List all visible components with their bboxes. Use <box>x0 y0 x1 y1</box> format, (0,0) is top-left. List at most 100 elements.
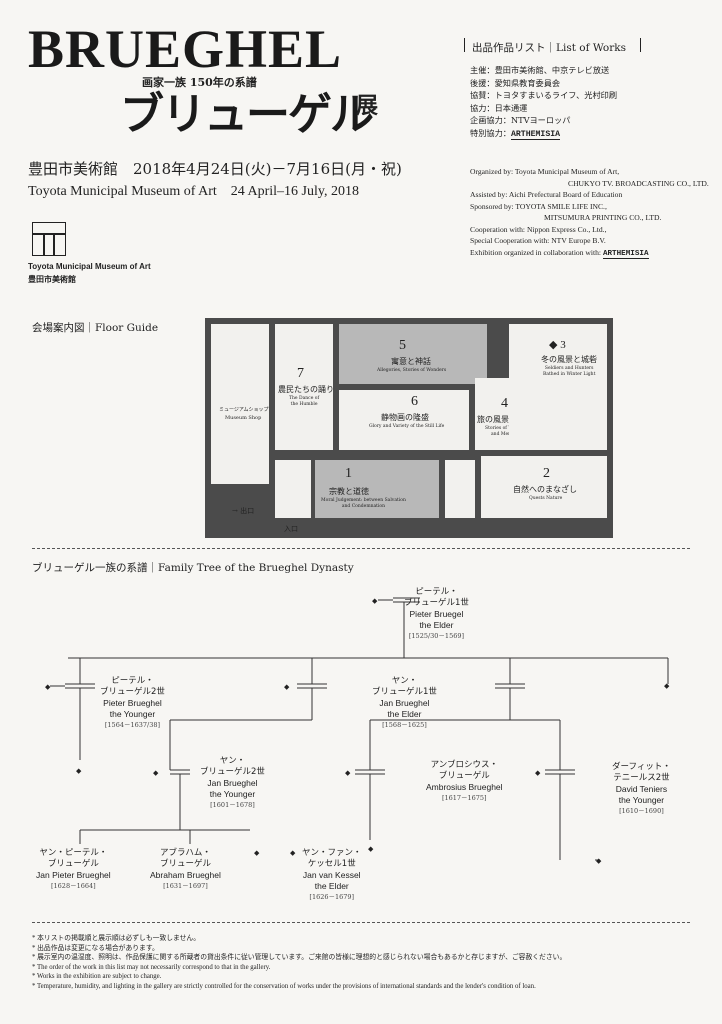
person-name-en: Pieter Brueghel <box>103 698 162 708</box>
room-number: 4 <box>501 396 508 411</box>
person-name-en: Jan Pieter Brueghel <box>36 870 111 880</box>
room-number: ◆ 3 <box>549 339 566 351</box>
room-number: 5 <box>399 338 406 353</box>
person-name-jp: ダーフィット・ <box>612 762 671 772</box>
credit-line: Exhibition organized in collaboration wi… <box>470 247 709 261</box>
note-item: * 展示室内の温湿度、照明は、作品保護に関する所蔵者の貸出条件に従い管理していま… <box>32 954 567 962</box>
museum-logo-text-jp: 豊田市美術館 <box>28 275 76 284</box>
section-divider <box>32 922 690 923</box>
exit-label: → 出口 <box>232 507 255 515</box>
credit-line: Special Cooperation with: NTV Europe B.V… <box>470 236 606 245</box>
heading-bar-right <box>640 38 641 52</box>
room-title-jp: 寓意と神話 <box>391 357 431 366</box>
person-years: [1601－1678] <box>210 801 255 809</box>
credit-line: CHUKYO TV. BROADCASTING CO., LTD. <box>568 178 709 188</box>
note-text: 出品作品は変更になる場合があります。 <box>37 944 159 952</box>
credit-line: 主催：豊田市美術館、中京テレビ放送 <box>470 65 610 75</box>
room-title-jp: 自然へのまなざし <box>513 485 577 494</box>
credit-line: Sponsored by: TOYOTA SMILE LIFE INC., <box>470 201 607 211</box>
corridor <box>445 460 475 518</box>
room-number: 7 <box>297 366 304 381</box>
room-title-en: Seldiers and Hunters Bathed in Winter Li… <box>543 366 596 377</box>
room-title-en: Glory and Variety of the Still Life <box>369 424 445 429</box>
credit-line: 協賛：トヨタすまいるライフ、光村印刷 <box>470 90 618 101</box>
room-7: 7 農民たちの踊り The Dance of the Humble <box>275 324 334 450</box>
person-name-jp: ヤン・ <box>219 756 246 766</box>
person-name-jp: アブラハム・ <box>159 848 211 858</box>
room-number: 1 <box>345 466 352 481</box>
room-title-en: The Dance of the Humble <box>289 396 320 407</box>
room-title-jp: 宗教と道徳 <box>329 487 369 496</box>
person-name-jp: アンブロシウス・ <box>430 760 498 770</box>
spouse-diamond-icon: ◆ <box>596 858 602 865</box>
credits-jp: 主催：豊田市美術館、中京テレビ放送 後援：愛知県教育委員会 協賛：トヨタすまいる… <box>470 64 617 142</box>
note-item: * Works in the exhibition are subject to… <box>32 973 162 981</box>
credit-line: 後援：愛知県教育委員会 <box>470 77 561 88</box>
spouse-diamond-icon: ◆ <box>290 850 296 857</box>
person-name-en: the Elder <box>419 620 454 630</box>
floor-plan: ミュージアムショップ Museum Shop 7 農民たちの踊り The Dan… <box>205 318 613 538</box>
person-name-jp: ブリューゲル2世 <box>100 687 165 697</box>
room-title-jp: 冬の風景と城砦 <box>541 355 597 364</box>
entrance-label: 入口 <box>284 525 298 533</box>
credit-line: 企画協力：NTVヨーロッパ <box>470 115 571 126</box>
person-jan-van-kessel-elder: ヤン・ファン・ ケッセル1世 Jan van Kessel the Elder … <box>302 848 362 903</box>
person-david-teniers-younger: ダーフィット・ テニールス2世 David Teniers the Younge… <box>612 762 671 817</box>
person-abraham-brueghel: アブラハム・ ブリューゲル Abraham Brueghel [1631－169… <box>150 848 221 892</box>
person-name-en: Ambrosius Brueghel <box>426 782 503 792</box>
credit-line: 協力：日本通運 <box>470 102 528 113</box>
person-name-en: David Teniers <box>615 784 668 794</box>
person-name-jp: ブリューゲル2世 <box>200 767 265 777</box>
credit-line: MITSUMURA PRINTING CO., LTD. <box>544 213 662 222</box>
person-name-en: the Younger <box>109 709 156 719</box>
person-name-jp: ブリューゲル <box>159 859 211 869</box>
person-name-jp: ピーテル・ <box>111 676 154 686</box>
note-item: * 本リストの掲載順と展示順は必ずしも一致しません。 <box>32 935 201 942</box>
exhibition-title-jp: ブリューゲル <box>120 89 374 140</box>
museum-logo-text-en: Toyota Municipal Museum of Art <box>28 262 151 271</box>
room-number: 6 <box>411 394 418 409</box>
person-pieter-brueghel-younger: ピーテル・ ブリューゲル2世 Pieter Brueghel the Young… <box>100 676 165 731</box>
spouse-diamond-icon: ◆ <box>535 770 541 777</box>
person-name-jp: ブリューゲル <box>47 859 99 869</box>
credit-label: Exhibition organized in collaboration wi… <box>470 247 603 257</box>
person-ambrosius-brueghel: アンブロシウス・ ブリューゲル Ambrosius Brueghel [1617… <box>426 760 503 804</box>
room-title-en: Moral Judgement: between Salvation and C… <box>321 498 406 509</box>
room-1: 1 宗教と道徳 Moral Judgement: between Salvati… <box>315 460 439 518</box>
person-jan-brueghel-elder: ヤン・ ブリューゲル1世 Jan Brueghel the Elder [156… <box>372 676 437 731</box>
note-item: * The order of the work in this list may… <box>32 963 271 971</box>
person-pieter-bruegel-elder: ピーテル・ ブリューゲル1世 Pieter Bruegel the Elder … <box>404 587 469 642</box>
person-name-jp: ケッセル1世 <box>307 859 356 869</box>
person-name-en: the Younger <box>209 789 256 799</box>
note-text: Temperature, humidity, and lighting in t… <box>36 982 536 990</box>
person-years: [1617－1675] <box>441 794 487 802</box>
note-text: The order of the work in this list may n… <box>36 963 271 971</box>
person-name-jp: テニールス2世 <box>613 773 670 783</box>
person-name-en: Jan van Kessel <box>302 870 361 880</box>
arthemisia-logo-text: ARTHEMISIA <box>602 249 649 259</box>
person-name-jp: ブリューゲル1世 <box>372 687 437 697</box>
room-number-value: 3 <box>560 339 566 351</box>
room-3: ◆ 3 冬の風景と城砦 Seldiers and Hunters Bathed … <box>509 324 607 450</box>
room-title-en: Allegories, Stories of Wonders <box>377 368 447 373</box>
person-name-jp: ヤン・ピーテル・ <box>39 848 108 858</box>
person-years: [1610－1690] <box>619 807 664 815</box>
venue-dates-en: Toyota Municipal Museum of Art 24 April–… <box>28 184 359 199</box>
spouse-diamond-icon: ◆ <box>76 768 82 775</box>
person-years: [1631－1697] <box>163 882 208 890</box>
credits-en: Organized by: Toyota Municipal Museum of… <box>470 166 709 260</box>
person-name-en: Jan Brueghel <box>379 698 430 708</box>
person-years: [1525/30－1569] <box>408 632 465 640</box>
note-text: 本リストの掲載順と展示順は必ずしも一致しません。 <box>37 935 201 942</box>
note-text: Works in the exhibition are subject to c… <box>36 973 162 981</box>
exit-text: 出口 <box>240 507 255 515</box>
person-years: [1564－1637/38] <box>104 721 161 729</box>
person-name-jp: ヤン・ファン・ <box>302 848 362 858</box>
note-text: 展示室内の温湿度、照明は、作品保護に関する所蔵者の貸出条件に従い管理しています。… <box>37 954 567 962</box>
credit-line: Cooperation with: Nippon Express Co., Lt… <box>470 224 607 234</box>
spouse-diamond-icon: ◆ <box>345 770 351 777</box>
museum-shop-label-en: Museum Shop <box>225 415 262 421</box>
room-6: 6 静物画の隆盛 Glory and Variety of the Still … <box>339 390 469 450</box>
heading-bar-left <box>464 38 465 52</box>
